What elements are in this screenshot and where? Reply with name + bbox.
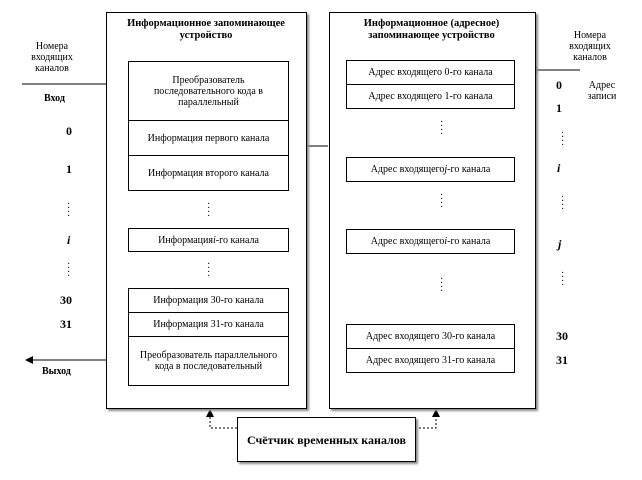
right-number-j: j [558, 237, 562, 251]
cell-address-30: Адрес входящего 30-го канала [346, 324, 515, 349]
cell-address-j: Адрес входящего j-го канала [346, 157, 515, 182]
left-numbers-ellipsis-1: ···· [67, 199, 71, 222]
counter-left-arrow [206, 409, 237, 429]
write-address-label: Адрес записи [587, 80, 617, 102]
right-cells-ellipsis-1: ···· [440, 117, 444, 140]
cell-channel-30: Информация 30-го канала [128, 288, 289, 313]
left-number-i: i [67, 233, 71, 247]
cell-address-0: Адрес входящего 0-го канала [346, 60, 515, 85]
right-numbers-ellipsis-2: ···· [561, 192, 565, 215]
right-number-30: 30 [556, 329, 568, 343]
right-numbers-ellipsis-1: ···· [561, 128, 565, 151]
left-incoming-numbers-label: Номера входящих каналов [31, 41, 73, 74]
right-cells-ellipsis-2: ···· [440, 190, 444, 213]
output-label: Выход [42, 366, 71, 377]
time-channel-counter: Счётчик временных каналов [237, 417, 416, 462]
right-numbers-ellipsis-3: ···· [561, 268, 565, 291]
right-number-i: i [557, 161, 561, 175]
cell-address-i: Адрес входящего i-го канала [346, 229, 515, 254]
right-number-1: 1 [556, 101, 562, 115]
counter-label: Счётчик временных каналов [247, 432, 406, 447]
cell-address-1: Адрес входящего 1-го канала [346, 84, 515, 109]
address-memory-title: Информационное (адресное) запоминающее у… [363, 18, 500, 41]
left-numbers-ellipsis-2: ···· [67, 259, 71, 282]
right-cells-ellipsis-3: ···· [440, 274, 444, 297]
cell-address-31: Адрес входящего 31-го канала [346, 348, 515, 373]
left-number-30: 30 [60, 293, 72, 307]
converter-serial-to-parallel: Преобразователь последовательного кода в… [128, 61, 289, 121]
left-number-0: 0 [66, 124, 72, 138]
left-cells-ellipsis-2: ···· [207, 259, 211, 282]
cell-channel-31: Информация 31-го канала [128, 312, 289, 337]
converter-parallel-to-serial: Преобразователь параллельного кода в пос… [128, 336, 289, 386]
left-number-31: 31 [60, 317, 72, 331]
info-memory-title: Информационное запоминающее устройство [127, 18, 285, 41]
right-number-31: 31 [556, 353, 568, 367]
cell-channel-i: Информация i-го канала [128, 228, 289, 252]
cell-channel-first: Информация первого канала [128, 120, 289, 156]
counter-right-arrow [415, 409, 440, 429]
right-number-0: 0 [556, 78, 562, 92]
left-cells-ellipsis-1: ···· [207, 199, 211, 222]
right-incoming-numbers-label: Номера входящих каналов [569, 30, 611, 63]
cell-channel-second: Информация второго канала [128, 155, 289, 191]
left-number-1: 1 [66, 162, 72, 176]
input-label: Вход [44, 93, 65, 104]
